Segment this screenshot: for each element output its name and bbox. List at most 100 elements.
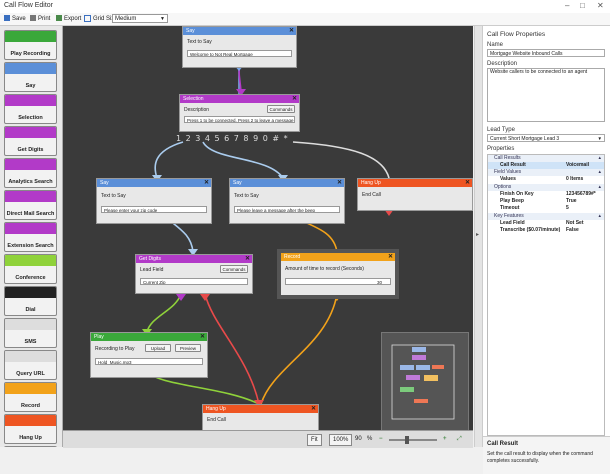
say-node-zip[interactable]: Say✕ Text to Say Please enter your zip c… [96,178,212,224]
close-icon[interactable]: ✕ [199,334,205,340]
say-node-message[interactable]: Say✕ Text to Say Please leave a message … [229,178,345,224]
help-text: Set the call result to display when the … [487,451,593,464]
palette-button-dial[interactable]: Dial [4,286,57,316]
field-label: Amount of time to record (Seconds) [285,266,364,272]
recording-select[interactable]: Hold_Music.mp3 [95,358,203,365]
close-icon[interactable]: ✕ [244,256,250,262]
export-button[interactable]: Export [56,14,81,24]
record-node[interactable]: Record✕ Amount of time to record (Second… [277,249,399,299]
zoom-out-icon[interactable]: − [379,436,383,442]
preview-button[interactable]: Preview [175,344,201,352]
property-row[interactable]: Transcribe ($0.07/minute)False [500,227,579,233]
field-label: Lead Field [140,267,164,273]
field-label: Text to Say [101,193,126,199]
close-icon[interactable]: ✕ [387,254,393,260]
zoom-slider[interactable] [389,436,437,444]
text-to-say-input[interactable]: Please enter your zip code [101,206,207,213]
record-seconds-input[interactable]: 30 [285,278,391,285]
field-label: Text to Say [187,39,212,45]
flow-canvas[interactable]: Say ✕ Text to Say Welcome to Not Real Mor… [63,26,473,447]
palette-button-label: Record [21,403,40,409]
commands-button[interactable]: Commands [220,265,248,273]
print-button[interactable]: Print [30,14,50,24]
panel-splitter[interactable]: ▸ [474,26,483,447]
description-input[interactable]: Press 1 to be connected. Press 2 to leav… [184,116,295,123]
lead-field-select[interactable]: Current Zip [140,278,248,285]
close-icon[interactable]: ✕ [464,180,470,186]
palette-color-bar [5,63,56,74]
name-input[interactable]: Mortgage Website Inbound Calls [487,49,605,57]
minimize-icon[interactable]: – [565,1,570,10]
chevron-down-icon: ▼ [597,136,602,141]
text-to-say-input[interactable]: Please leave a message after the beep [234,206,340,213]
section-call-results[interactable]: Call Results▴ [488,155,604,162]
zoom-in-icon[interactable]: + [443,436,447,442]
close-icon[interactable]: ✕ [336,180,342,186]
palette-button-say[interactable]: Say [4,62,57,92]
close-icon[interactable]: ✕ [288,28,294,34]
collapse-icon[interactable]: ▴ [598,184,601,190]
play-node[interactable]: Play✕ Recording to Play Upload Preview H… [90,332,208,378]
zoom-slider-handle[interactable] [405,436,409,444]
fit-button[interactable]: Fit [307,434,322,446]
close-icon[interactable]: ✕ [203,180,209,186]
palette-button-play-recording[interactable]: Play Recording [4,30,57,60]
commands-button[interactable]: Commands [267,105,295,113]
fullscreen-icon[interactable]: ⤢ [457,436,462,442]
palette-color-bar [5,287,56,298]
lead-type-select[interactable]: Current Short Mortgage Lead 3▼ [487,134,605,142]
close-icon[interactable]: ✕ [597,1,604,10]
save-button[interactable]: Save [4,14,26,24]
section-options[interactable]: Options▴ [488,184,604,191]
zoom-bar: Fit 100% 90 % − + ⤢ [63,430,473,448]
palette-color-bar [5,159,56,170]
selection-key-outputs[interactable]: 1 2 3 4 5 6 7 8 9 0 # * [176,134,289,143]
palette-button-label: Extension Search [7,243,54,249]
palette-button-record[interactable]: Record [4,382,57,412]
maximize-icon[interactable]: □ [580,1,585,10]
say-node-welcome[interactable]: Say✕ Text to Say Welcome to Not Real Mor… [182,26,297,68]
selection-node[interactable]: Selection✕ Description Commands Press 1 … [179,94,300,132]
palette-button-selection[interactable]: Selection [4,94,57,124]
save-icon [4,15,10,22]
field-label: Recording to Play [95,346,135,352]
palette-button-direct-mail-search[interactable]: Direct Mail Search [4,190,57,220]
palette-button-conference[interactable]: Conference [4,254,57,284]
palette-button-sms[interactable]: SMS [4,318,57,348]
get-digits-node[interactable]: Get Digits ✕ Lead Field Commands Current … [135,254,253,294]
node-title: Say [233,180,242,186]
collapse-icon[interactable]: ▴ [598,169,601,175]
section-field-values[interactable]: Field Values▴ [488,169,604,176]
collapse-icon[interactable]: ▴ [598,213,601,219]
description-textarea[interactable]: Website callers to be connected to an ag… [487,68,605,122]
palette-button-hang-up[interactable]: Hang Up [4,414,57,444]
close-icon[interactable]: ✕ [310,406,316,412]
upload-button[interactable]: Upload [145,344,171,352]
palette-button-analytics-search[interactable]: Analytics Search [4,158,57,188]
hangup-node-top[interactable]: Hang Up✕ End Call [357,178,473,211]
node-title: Hang Up [206,406,226,412]
node-title: Get Digits [139,256,161,262]
hangup-node-bottom[interactable]: Hang Up✕ End Call [202,404,319,434]
panel-title: Call Flow Properties [487,31,546,38]
text-to-say-input[interactable]: Welcome to Not Real Mortgage [187,50,292,57]
chevron-right-icon[interactable]: ▸ [476,232,480,238]
palette-button-extension-search[interactable]: Extension Search [4,222,57,252]
close-icon[interactable]: ✕ [291,96,297,102]
section-key-features[interactable]: Key Features▴ [488,213,604,220]
palette-button-query-url[interactable]: Query URL [4,350,57,380]
zoom-value: 90 [355,436,362,442]
palette-button-get-digits[interactable]: Get Digits [4,126,57,156]
collapse-icon[interactable]: ▴ [598,155,601,161]
palette-color-bar [5,127,56,138]
zoom-100-button[interactable]: 100% [329,434,353,446]
grid-size-select[interactable]: Medium▼ [112,14,168,23]
minimap[interactable] [381,332,469,432]
